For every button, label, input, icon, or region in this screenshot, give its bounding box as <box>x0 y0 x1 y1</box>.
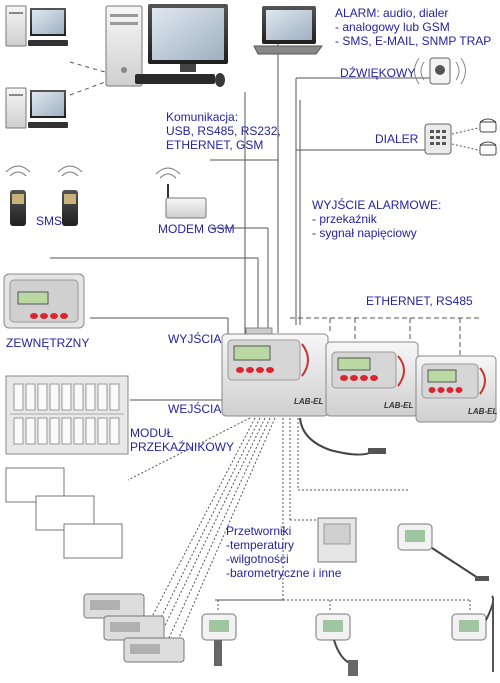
brand-logo: LAB-EL <box>384 401 413 410</box>
transmitter-icon <box>201 613 237 666</box>
transducers-line: -wilgotności <box>226 552 289 566</box>
alarm-output-line: WYJŚCIE ALARMOWE: <box>312 198 442 212</box>
siren-icon <box>414 57 466 85</box>
phone-icon <box>479 118 497 133</box>
alarm-output-label: WYJŚCIE ALARMOWE: - przekaźnik - sygnał … <box>312 198 441 240</box>
mobile-phone-icon <box>57 165 83 226</box>
transducers-line: -temperatury <box>226 538 295 552</box>
external-display-icon <box>3 273 85 329</box>
alarm-line: - analogowy lub GSM <box>335 20 450 34</box>
ethernet-dashes <box>69 61 106 96</box>
desktop-computer-icon <box>5 5 68 47</box>
alarm-output-line: - sygnał napięciowy <box>312 226 417 240</box>
transducers-line: -barometryczne i inne <box>226 566 342 580</box>
transmitter-icon <box>397 523 489 581</box>
transmitter-icon <box>317 517 357 563</box>
datalogger-icon: LAB-EL <box>221 327 329 417</box>
mobile-phone-icon <box>5 165 31 226</box>
communication-line: Komunikacja: <box>166 110 239 124</box>
relay-module-line: MODUŁ <box>130 426 174 440</box>
desktop-computer-icon <box>105 4 228 87</box>
datalogger-icon: LAB-EL <box>415 355 497 423</box>
alarm-line: ALARM: audio, dialer <box>335 6 449 20</box>
sms-label: SMS <box>36 214 63 228</box>
probe-icon <box>299 417 386 456</box>
alarm-label: ALARM: audio, dialer - analogowy lub GSM… <box>335 6 491 48</box>
transducers-label: Przetworniki -temperatury -wilgotności -… <box>226 524 341 580</box>
small-display-icon <box>83 593 185 663</box>
input-lines <box>127 417 471 641</box>
ethernet-label: ETHERNET, RS485 <box>366 294 473 308</box>
alarm-line: - SMS, E-MAIL, SNMP TRAP <box>335 34 492 48</box>
relay-module-label: MODUŁ PRZEKAŹNIKOWY <box>130 426 234 454</box>
transmitter-icon <box>451 595 495 672</box>
gsm-modem-icon <box>155 167 207 219</box>
external-display-label: ZEWNĘTRZNY <box>6 336 90 350</box>
external-device-icon <box>5 467 123 559</box>
transmitter-icon <box>315 613 358 676</box>
communication-label: Komunikacja: USB, RS485, RS232, ETHERNET… <box>166 110 281 152</box>
dialer-icon <box>424 123 479 155</box>
outputs-label: WYJŚCIA <box>168 332 222 346</box>
laptop-icon <box>253 6 323 55</box>
communication-line: USB, RS485, RS232, <box>166 124 281 138</box>
communication-line: ETHERNET, GSM <box>166 138 264 152</box>
phone-icon <box>479 141 497 156</box>
sound-alarm-label: DŹWIĘKOWY <box>340 66 416 80</box>
desktop-computer-icon <box>5 87 68 129</box>
dialer-label: DIALER <box>375 132 419 146</box>
brand-logo: LAB-EL <box>468 407 497 416</box>
inputs-label: WEJŚCIA <box>168 402 222 416</box>
relay-module-icon <box>5 375 129 455</box>
brand-logo: LAB-EL <box>294 397 323 406</box>
connection-lines <box>50 40 432 401</box>
transducers-line: Przetworniki <box>226 524 292 538</box>
datalogger-icon: LAB-EL <box>325 341 419 417</box>
alarm-output-line: - przekaźnik <box>312 212 377 226</box>
relay-module-line: PRZEKAŹNIKOWY <box>130 440 235 454</box>
gsm-modem-label: MODEM GSM <box>158 222 235 236</box>
